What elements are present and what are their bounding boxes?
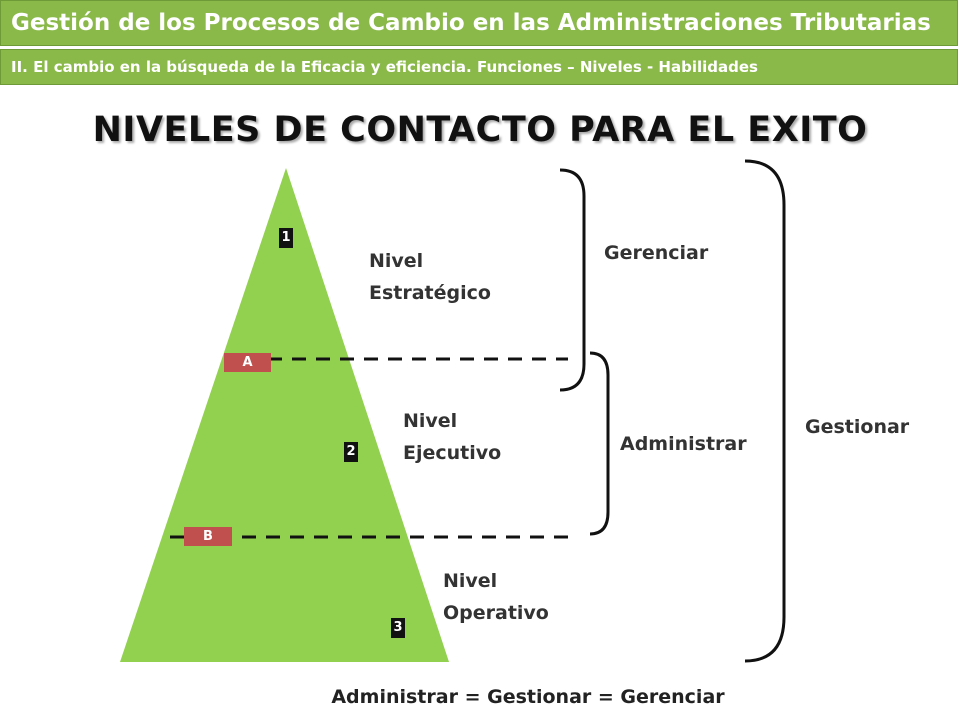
boundary-a-tag: A (224, 353, 271, 372)
slide-subtitle: II. El cambio en la búsqueda de la Efica… (0, 49, 958, 85)
gestionar-label: Gestionar (805, 416, 910, 438)
level-ejecutivo-line2: Ejecutivo (403, 442, 502, 464)
gerenciar-label: Gerenciar (604, 242, 709, 264)
level-operativo-label: Nivel Operativo (443, 565, 549, 629)
level-2-number-badge: 2 (344, 442, 358, 462)
level-1-number-badge: 1 (279, 228, 293, 248)
level-ejecutivo-line1: Nivel (403, 410, 458, 432)
level-estrategico-label: Nivel Estratégico (369, 245, 491, 309)
administrar-bracket (589, 351, 610, 536)
level-3-number-badge: 3 (391, 618, 405, 638)
main-heading: NIVELES DE CONTACTO PARA EL EXITO (92, 110, 868, 150)
level-operativo-line2: Operativo (443, 602, 549, 624)
level-estrategico-line1: Nivel (369, 250, 424, 272)
level-operativo-line1: Nivel (443, 570, 498, 592)
gestionar-bracket (744, 159, 786, 663)
level-ejecutivo-label: Nivel Ejecutivo (403, 405, 501, 469)
equivalence-formula: Administrar = Gestionar = Gerenciar (331, 686, 725, 708)
administrar-label: Administrar (620, 433, 747, 455)
boundary-b-tag: B (184, 527, 232, 546)
level-estrategico-line2: Estratégico (369, 282, 491, 304)
gerenciar-bracket (559, 168, 586, 392)
slide-title: Gestión de los Procesos de Cambio en las… (0, 0, 958, 46)
